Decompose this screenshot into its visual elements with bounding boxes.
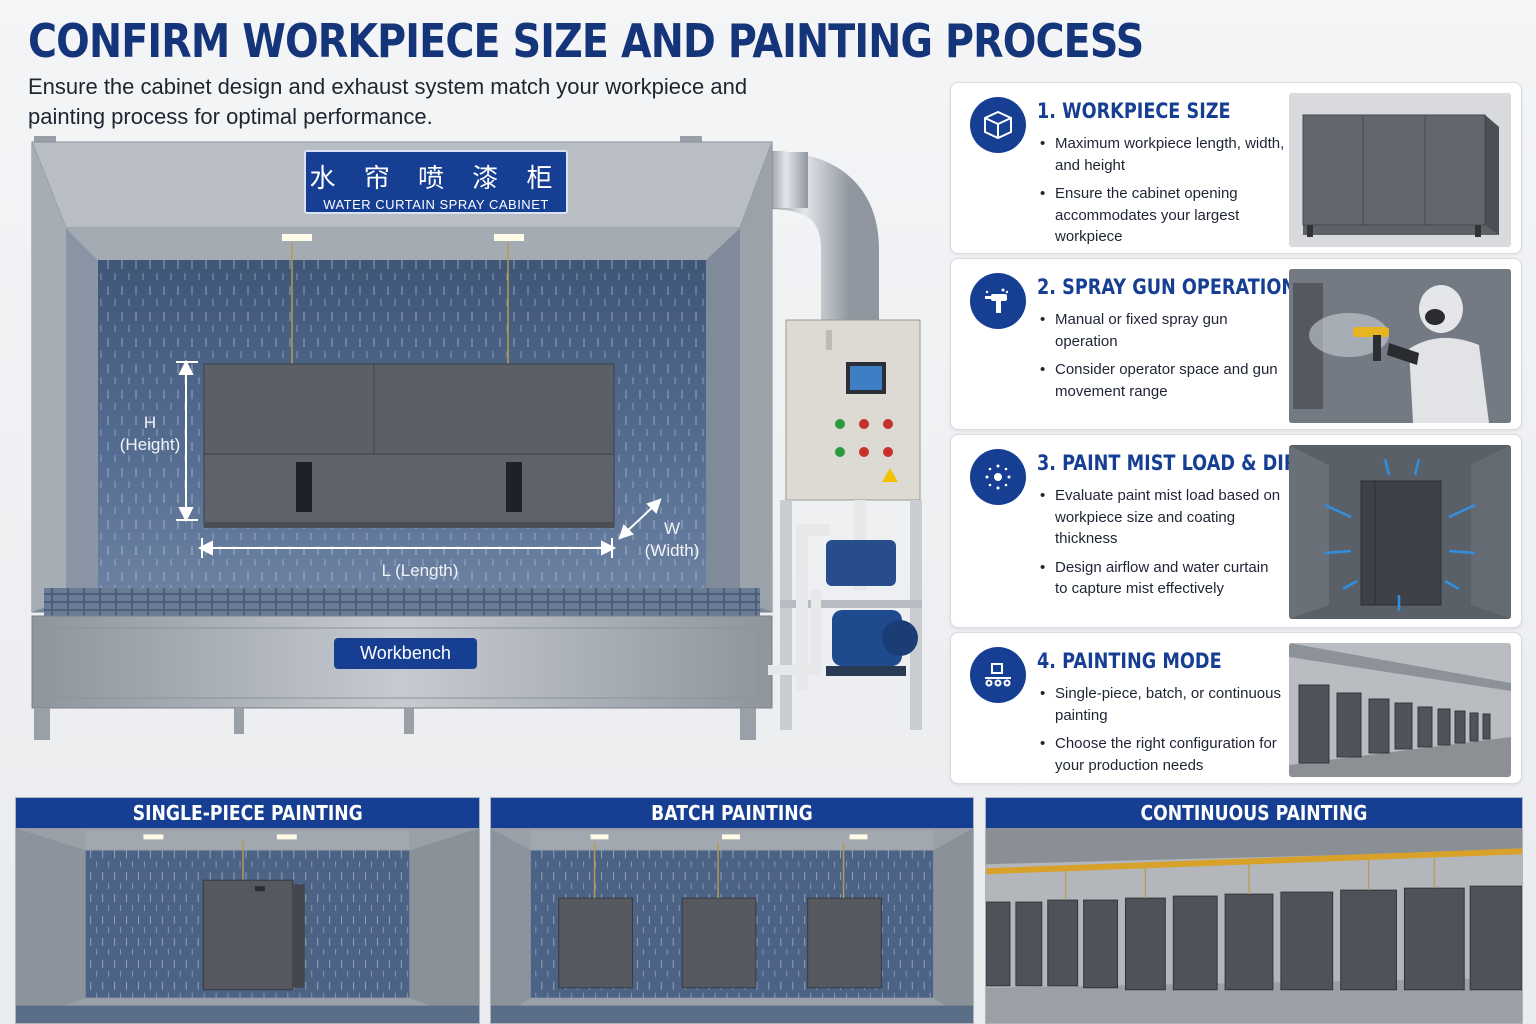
continuous-scene — [986, 828, 1522, 1023]
card-workpiece-size: 1. WORKPIECE SIZE Maximum workpiece leng… — [950, 82, 1522, 254]
card-spray-gun-operation: 2. SPRAY GUN OPERATION Manual or fixed s… — [950, 258, 1522, 430]
batch-scene — [491, 828, 973, 1023]
panel-continuous: CONTINUOUS PAINTING — [985, 797, 1523, 1024]
panel-single-piece: SINGLE-PIECE PAINTING — [15, 797, 480, 1024]
width-dimension-label: W (Width) — [644, 519, 700, 560]
height-dimension-label: H (Height) — [119, 413, 181, 454]
panel-title-text: CONTINUOUS PAINTING — [1140, 801, 1368, 825]
card-bullets: Evaluate paint mist load based on workpi… — [1040, 485, 1285, 607]
panel-title: SINGLE-PIECE PAINTING — [16, 798, 479, 828]
production-line-photo — [1289, 643, 1511, 777]
conveyor-icon — [970, 647, 1026, 703]
mist-icon — [970, 449, 1026, 505]
panel-title-text: BATCH PAINTING — [651, 801, 813, 825]
cabinet-sign: 水 帘 喷 漆 柜 WATER CURTAIN SPRAY CABINET — [304, 150, 568, 214]
card-bullets: Single-piece, batch, or continuous paint… — [1040, 683, 1285, 783]
page-subtitle: Ensure the cabinet design and exhaust sy… — [28, 74, 748, 129]
card-title: 2. SPRAY GUN OPERATION — [1037, 275, 1297, 299]
bullet-item: Design airflow and water curtain to capt… — [1040, 557, 1285, 600]
cube-icon — [970, 97, 1026, 153]
sign-chinese-text: 水 帘 喷 漆 柜 — [309, 164, 563, 194]
page-title: CONFIRM WORKPIECE SIZE AND PAINTING PROC… — [28, 14, 1144, 68]
feature-cards: 1. WORKPIECE SIZE Maximum workpiece leng… — [950, 82, 1522, 788]
panel-title: CONTINUOUS PAINTING — [986, 798, 1522, 828]
sign-english-text: WATER CURTAIN SPRAY CABINET — [323, 197, 549, 212]
mist-airflow-photo — [1289, 445, 1511, 619]
card-bullets: Maximum workpiece length, width, and hei… — [1040, 133, 1285, 255]
panel-title-text: SINGLE-PIECE PAINTING — [132, 801, 363, 825]
bullet-item: Manual or fixed spray gun operation — [1040, 309, 1285, 352]
bullet-item: Consider operator space and gun movement… — [1040, 359, 1285, 402]
spray-gun-icon — [970, 273, 1026, 329]
panel-title: BATCH PAINTING — [491, 798, 973, 828]
panel-batch: BATCH PAINTING — [490, 797, 974, 1024]
length-dimension-label: L (Length) — [381, 561, 459, 580]
bullet-item: Evaluate paint mist load based on workpi… — [1040, 485, 1285, 550]
card-paint-mist: 3. PAINT MIST LOAD & DIRECTION Evaluate … — [950, 434, 1522, 628]
bullet-item: Single-piece, batch, or continuous paint… — [1040, 683, 1285, 726]
card-bullets: Manual or fixed spray gun operation Cons… — [1040, 309, 1285, 409]
single-piece-scene — [16, 828, 479, 1023]
spray-operator-photo — [1289, 269, 1511, 423]
cabinet-illustration: 水 帘 喷 漆 柜 WATER CURTAIN SPRAY CABINET H … — [20, 130, 940, 750]
bullet-item: Ensure the cabinet opening accommodates … — [1040, 183, 1285, 248]
bullet-item: Maximum workpiece length, width, and hei… — [1040, 133, 1285, 176]
card-title: 1. WORKPIECE SIZE — [1037, 99, 1231, 123]
bullet-item: Choose the right configuration for your … — [1040, 733, 1285, 776]
workpiece-photo — [1289, 93, 1511, 247]
workbench-label: Workbench — [334, 638, 477, 669]
card-painting-mode: 4. PAINTING MODE Single-piece, batch, or… — [950, 632, 1522, 784]
cabinet-drawing — [31, 136, 922, 740]
card-title: 4. PAINTING MODE — [1037, 649, 1222, 673]
